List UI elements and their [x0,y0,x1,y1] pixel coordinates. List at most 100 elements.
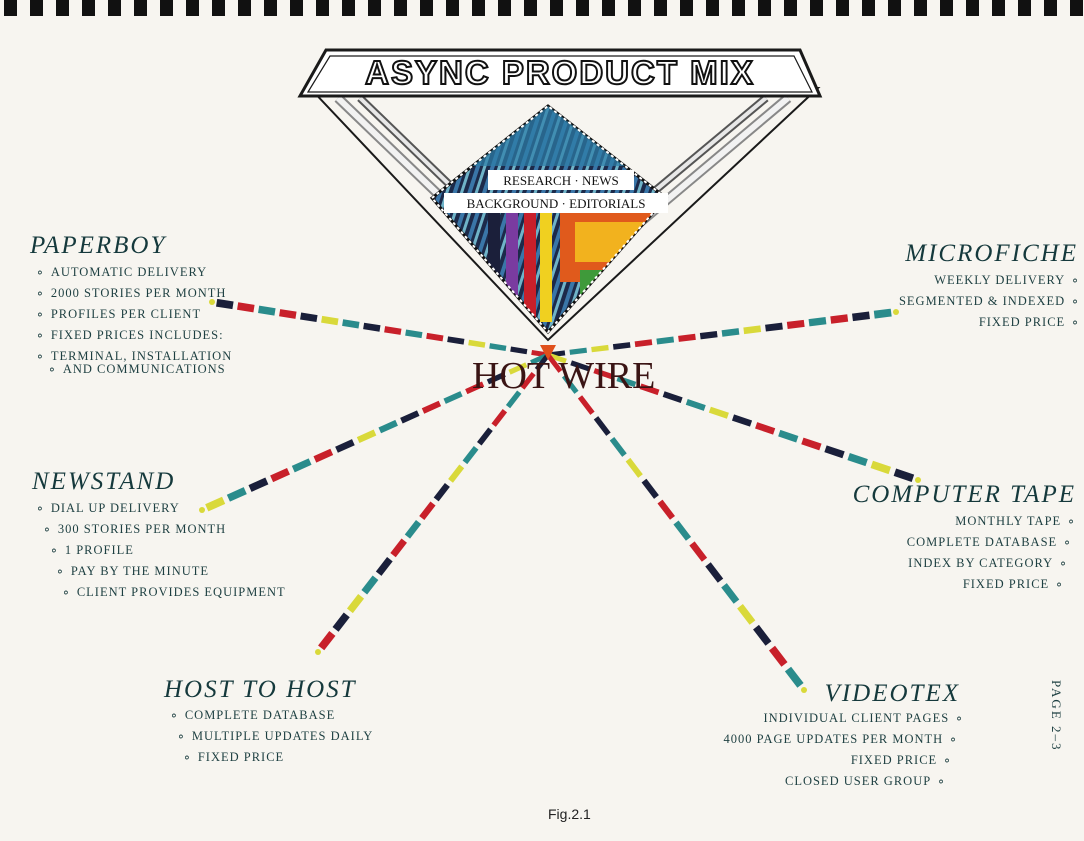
paperboy-ray-segment [447,336,465,345]
binding-ring [1070,0,1083,16]
microfiche-ray-segment [873,308,892,319]
microfiche-feature: WEEKLY DELIVERY [899,270,1080,291]
binding-ring [888,0,901,16]
newstand-ray-segment [443,391,463,404]
newstand-feature: 300 STORIES PER MONTH [36,519,286,540]
binding-ring [186,0,199,16]
computer-tape-ray-segment [847,453,868,467]
microfiche-ray-segment [569,347,588,355]
newstand-feature: PAY BY THE MINUTE [36,561,286,582]
hot-wire-label: HOT WIRE [472,355,656,397]
computer-tape-feature: FIXED PRICE [907,574,1076,595]
host-to-host-ray-segment [520,371,536,390]
host-to-host-ray-segment [433,483,450,502]
host-to-host-ray-tip [315,649,321,655]
computer-tape-title: COMPUTER TAPE [852,481,1076,508]
videotex-ray-segment [721,583,740,604]
host-to-host-ray-segment [332,612,350,632]
diamond-text-research-news: RESEARCH · NEWS [503,173,619,188]
computer-tape-feature: COMPLETE DATABASE [907,532,1076,553]
videotex-ray-segment [737,604,756,625]
host-to-host-feature: FIXED PRICE [170,747,373,768]
newstand-title: NEWSTAND [32,468,176,495]
binding-ring [576,0,589,16]
microfiche-ray-segment [656,336,675,345]
newstand-ray-segment [421,400,442,414]
host-to-host-features: COMPLETE DATABASE MULTIPLE UPDATES DAILY… [170,705,373,768]
computer-tape-ray-segment [708,406,729,419]
paperboy-ray-segment [405,329,423,339]
host-to-host-title: HOST TO HOST [164,676,357,703]
paperboy-feature: AUTOMATIC DELIVERY [36,262,232,283]
newstand-ray-segment [465,381,485,395]
title-banner [297,48,823,98]
microfiche-ray-segment [612,342,631,350]
binding-ring [342,0,355,16]
paperboy-feature-continued: AND COMMUNICATIONS [36,363,232,376]
newstand-ray-segment [248,477,269,492]
newstand-ray-segment [270,467,290,483]
microfiche-ray-segment [808,317,827,327]
microfiche-ray-segment [830,314,849,324]
microfiche-ray-tip [893,309,899,315]
host-to-host-ray-segment [477,427,493,446]
microfiche-ray-segment [765,322,783,332]
paperboy-ray-segment [510,346,528,355]
newstand-feature: 1 PROFILE [36,540,286,561]
binding-ring [550,0,563,16]
binding-ring [654,0,667,16]
videotex-ray-tip [801,687,807,693]
binding-ring [368,0,381,16]
videotex-ray-segment [609,437,627,457]
paperboy-feature: PROFILES PER CLIENT [36,304,232,325]
binding-ring [316,0,329,16]
videotex-features: INDIVIDUAL CLIENT PAGES 4000 PAGE UPDATE… [724,708,964,792]
binding-ring [212,0,225,16]
binding-ring [394,0,407,16]
microfiche-ray-segment [852,311,870,322]
host-to-host-ray-segment [462,445,479,465]
figure-caption: Fig.2.1 [548,806,591,822]
diamond-text-background-editorials: BACKGROUND · EDITORIALS [467,196,646,211]
paperboy-ray-segment [237,302,255,313]
binding-ring [264,0,277,16]
microfiche-title: MICROFICHE [905,240,1078,267]
host-to-host-feature: COMPLETE DATABASE [170,705,373,726]
videotex-ray-segment [625,457,643,478]
newstand-ray-segment [291,458,312,473]
videotex-feature: CLOSED USER GROUP [724,771,964,792]
computer-tape-feature: MONTHLY TAPE [907,511,1076,532]
binding-ring [1044,0,1057,16]
binding-ring [30,0,43,16]
computer-tape-ray-segment [685,398,706,411]
binding-ring [628,0,641,16]
binding-ring [706,0,719,16]
hotwire-diamond-image [429,104,669,335]
newstand-features: DIAL UP DELIVERY 300 STORIES PER MONTH 1… [36,498,286,603]
microfiche-ray-segment [678,333,696,342]
binding-ring [290,0,303,16]
newstand-ray-segment [335,439,355,453]
microfiche-feature: FIXED PRICE [899,312,1080,333]
computer-tape-ray-segment [616,375,637,388]
title-text: ASYNC PRODUCT MIX [365,54,755,91]
videotex-ray-segment [561,374,579,394]
binding-ring [1018,0,1031,16]
microfiche-ray-segment [786,319,805,329]
paperboy-ray-segment [300,312,318,323]
videotex-ray-segment [546,353,563,373]
host-to-host-ray-segment [491,408,508,427]
videotex-ray-segment [657,499,675,520]
videotex-ray-segment [577,395,595,415]
computer-tape-ray-segment [593,368,614,380]
computer-tape-ray-tip [915,477,921,483]
binding-ring [238,0,251,16]
newstand-ray-segment [226,487,247,502]
newstand-ray-segment [356,429,377,444]
computer-tape-ray-segment [662,391,683,403]
computer-tape-ray-segment [570,360,590,372]
binding-ring [420,0,433,16]
host-to-host-ray-segment [419,501,436,520]
binding-ring [966,0,979,16]
videotex-feature: 4000 PAGE UPDATES PER MONTH [724,729,964,750]
